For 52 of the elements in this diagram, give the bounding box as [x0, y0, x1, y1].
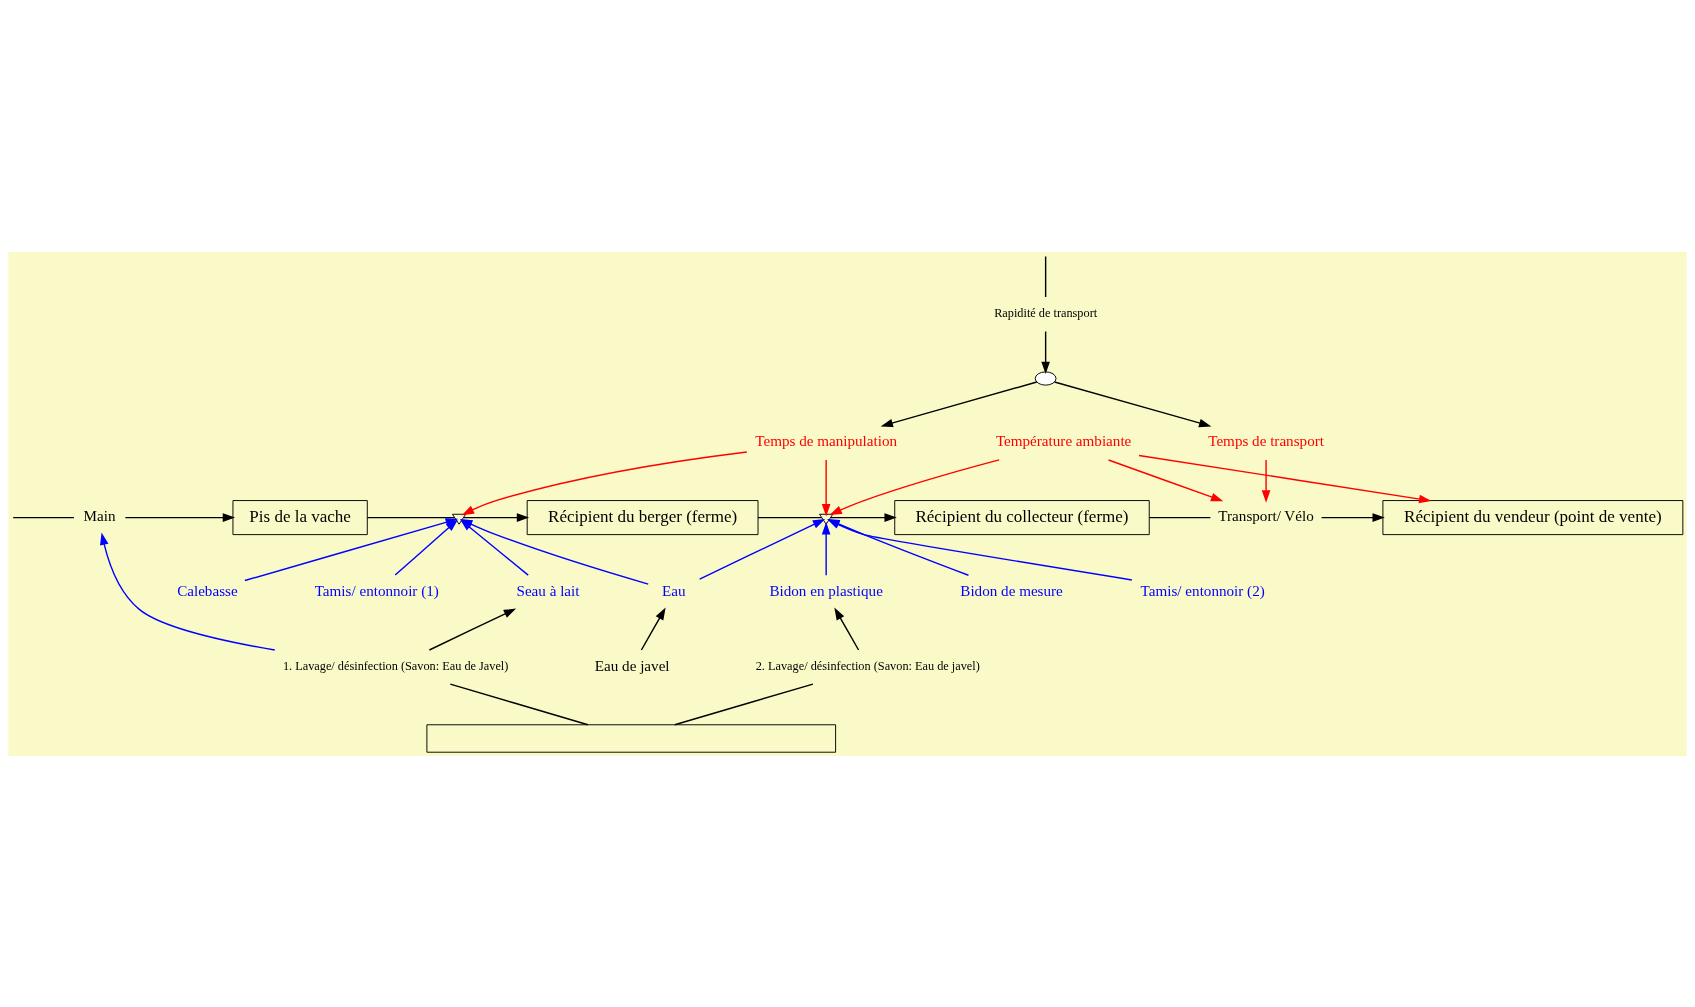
arrow	[100, 532, 276, 651]
arrow	[1041, 330, 1050, 374]
arrow	[698, 518, 826, 580]
node-text: Rapidité de transport	[994, 305, 1098, 320]
node-text: Calebasse	[177, 582, 238, 599]
connector	[757, 516, 823, 518]
arrow	[821, 458, 831, 516]
node-cloud	[1034, 370, 1057, 386]
arrow	[821, 521, 831, 576]
arrow	[827, 518, 1133, 581]
node-text: Tamis/ entonnoir (2)	[1140, 582, 1265, 599]
arrow	[834, 607, 860, 651]
arrow	[1138, 454, 1432, 503]
node-text: 2. Lavage/ désinfection (Savon: Eau de javel)	[755, 658, 980, 673]
node-text: Température ambiante	[995, 432, 1132, 449]
node-text: Eau	[662, 582, 686, 599]
node-text: Seau à lait	[516, 582, 580, 599]
arrow	[1107, 458, 1224, 501]
node-text: Bidon de mesure	[960, 582, 1063, 599]
node-text: Bidon en plastique	[769, 582, 883, 599]
node-box: Pis de la vache	[232, 499, 368, 535]
connector	[674, 682, 814, 725]
arrow	[829, 458, 1000, 515]
node-valve	[451, 513, 467, 525]
node-text: Temps de manipulation	[755, 432, 898, 449]
node-box	[426, 723, 837, 753]
node-box: Récipient du berger (ferme)	[526, 499, 759, 535]
arrow	[463, 512, 530, 522]
node-text: Eau de javel	[594, 657, 670, 674]
node-box: Récipient du collecteur (ferme)	[894, 499, 1150, 535]
connector	[12, 516, 75, 518]
arrow	[1053, 380, 1212, 427]
arrow	[428, 608, 517, 651]
arrow	[124, 512, 236, 522]
node-text: Main	[83, 507, 116, 524]
arrow	[461, 450, 748, 515]
node-text: Temps de transport	[1208, 432, 1324, 449]
arrow	[1320, 512, 1385, 522]
node-text: Transport/ Vélo	[1218, 507, 1314, 524]
connector	[449, 682, 589, 725]
node-box: Récipient du vendeur (point de vente)	[1382, 499, 1684, 535]
arrow	[830, 512, 897, 522]
arrow	[880, 380, 1038, 427]
connector	[1148, 516, 1212, 518]
node-text: Tamis/ entonnoir (1)	[314, 582, 439, 599]
node-text: 1. Lavage/ désinfection (Savon: Eau de Javel)	[282, 658, 509, 673]
connector	[366, 516, 456, 518]
arrow	[640, 607, 666, 651]
arrow	[1261, 458, 1271, 503]
node-valve	[819, 513, 834, 525]
arrow	[827, 518, 970, 576]
connector	[1044, 255, 1047, 298]
